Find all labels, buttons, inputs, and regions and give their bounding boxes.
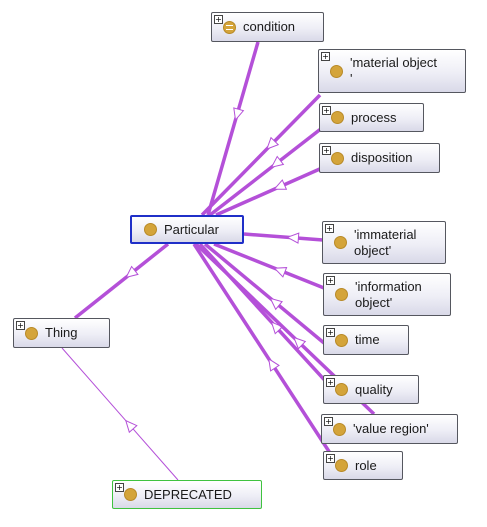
- node-label: role: [355, 457, 377, 473]
- node-deprecated[interactable]: + DEPRECATED: [112, 480, 262, 509]
- expand-icon[interactable]: +: [115, 483, 124, 492]
- node-label: Particular: [164, 221, 219, 237]
- node-label: 'material object ': [350, 55, 438, 86]
- expand-icon[interactable]: +: [324, 417, 333, 426]
- class-icon: [331, 111, 344, 124]
- node-process[interactable]: + process: [319, 103, 424, 132]
- edge-thing-deprecated: [61, 347, 179, 481]
- class-icon: [333, 422, 346, 436]
- expand-icon[interactable]: +: [322, 146, 331, 155]
- edge-particular-material-object: [200, 93, 322, 217]
- node-label: 'immaterial object': [354, 226, 417, 258]
- node-label: disposition: [351, 150, 413, 165]
- class-icon: [124, 488, 137, 501]
- node-material-object[interactable]: + 'material object ': [318, 49, 466, 93]
- expand-icon[interactable]: +: [326, 378, 335, 387]
- node-label: Thing: [45, 325, 78, 340]
- class-icon: [335, 459, 348, 472]
- edge-particular-condition: [206, 41, 260, 216]
- expand-icon[interactable]: +: [326, 276, 335, 285]
- expand-icon[interactable]: +: [16, 321, 25, 330]
- arrowhead-icon: [125, 265, 139, 279]
- edge-particular-time: [203, 242, 326, 345]
- class-icon: [144, 223, 157, 236]
- arrowhead-icon: [270, 321, 284, 335]
- node-particular[interactable]: Particular: [130, 215, 244, 244]
- node-thing[interactable]: + Thing: [13, 318, 110, 348]
- node-label: quality: [355, 381, 393, 397]
- arrowhead-icon: [268, 357, 280, 372]
- arrowhead-icon: [293, 336, 307, 350]
- node-time[interactable]: + time: [323, 325, 409, 355]
- class-icon: [335, 333, 348, 347]
- node-label: time: [355, 332, 380, 347]
- expand-icon[interactable]: +: [326, 328, 335, 337]
- node-label: condition: [243, 19, 296, 34]
- edge-particular-information-object: [213, 242, 325, 290]
- expand-icon[interactable]: +: [321, 52, 330, 61]
- class-icon: [25, 326, 38, 340]
- node-immaterial-object[interactable]: + 'immaterial object': [322, 221, 446, 264]
- arrowhead-icon: [273, 179, 288, 190]
- arrowhead-icon: [269, 297, 283, 311]
- node-condition[interactable]: + condition: [211, 12, 324, 42]
- node-label: process: [351, 109, 397, 125]
- class-icon: [334, 236, 347, 249]
- expand-icon[interactable]: +: [326, 454, 335, 463]
- node-quality[interactable]: + quality: [323, 375, 419, 404]
- expand-icon[interactable]: +: [322, 106, 331, 115]
- arrowhead-icon: [286, 232, 300, 244]
- node-role[interactable]: + role: [323, 451, 403, 480]
- expand-icon[interactable]: +: [214, 15, 223, 24]
- node-label: 'information object': [355, 278, 422, 310]
- arrowhead-icon: [125, 419, 138, 434]
- node-information-object[interactable]: + 'information object': [323, 273, 451, 316]
- class-icon: [331, 151, 344, 165]
- node-value-region[interactable]: + 'value region': [321, 414, 458, 444]
- arrowhead-icon: [273, 267, 288, 278]
- arrowhead-icon: [270, 155, 285, 168]
- edge-particular-immaterial-object: [243, 232, 324, 242]
- node-label: 'value region': [353, 421, 429, 436]
- class-icon: [335, 288, 348, 301]
- node-disposition[interactable]: + disposition: [319, 143, 440, 173]
- class-icon: [335, 383, 348, 396]
- class-icon: [330, 64, 343, 78]
- edge-particular-process: [208, 126, 324, 217]
- edge-particular-disposition: [215, 166, 323, 217]
- edge-thing-particular: [73, 242, 170, 320]
- arrowhead-icon: [233, 107, 245, 122]
- arrowhead-icon: [266, 136, 280, 150]
- defined-class-icon: [223, 20, 236, 34]
- expand-icon[interactable]: +: [325, 224, 334, 233]
- node-label: DEPRECATED: [144, 486, 232, 502]
- edge-particular-role: [192, 243, 332, 454]
